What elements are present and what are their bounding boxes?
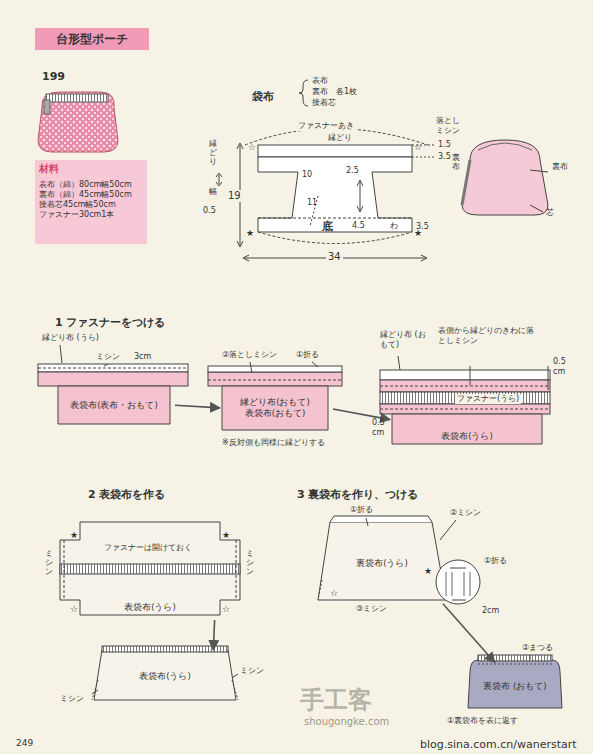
piece-label: 縁どり布(おもて) [240, 397, 310, 408]
pattern-label: ①裏袋布を表に返す [447, 716, 518, 726]
pattern-label: 19 [226, 190, 243, 202]
piece-label: 表袋布(うら) [441, 431, 493, 442]
piece-label: 表袋布(表布・おもて) [70, 400, 158, 411]
bag-piece: 表袋布(うら) [94, 652, 236, 700]
materials-heading: 材料 [39, 163, 59, 176]
svg-text:☆: ☆ [70, 604, 78, 614]
materials-box: 材料表布（綿）80cm幅50cm裏布（綿）45cm幅50cm接着芯45cm幅50… [35, 160, 147, 244]
pattern-label: ファスナーあき [296, 121, 356, 131]
pattern-label: ミシン [246, 550, 254, 576]
svg-text:☆: ☆ [248, 142, 256, 152]
pattern-label: 34 [326, 251, 343, 263]
pattern-label: わ [390, 221, 398, 231]
pattern-label: 2cm [482, 606, 499, 616]
pattern-label: 縁どり布 (おもて) [380, 330, 426, 349]
title-band: 台形型ポーチ [35, 28, 149, 50]
pattern-label: 0.5 [203, 206, 216, 216]
pattern-label: ミシン [45, 550, 53, 576]
pattern-label: 接着芯 [312, 98, 336, 108]
pattern-label: 11 [307, 198, 317, 208]
fabric-piece: 表袋布(うら) [392, 414, 542, 444]
watermark: 手工客 [300, 686, 372, 715]
piece-label: 台形型ポーチ [56, 32, 128, 47]
piece-label: 表袋布(おもて) [245, 408, 306, 419]
pattern-label: 表側から縁どりのきわに落としミシン [438, 326, 534, 345]
piece-label: 裏袋布(うら) [356, 558, 408, 569]
pattern-label: 3.5 [416, 222, 429, 232]
pattern-label: 裏布 各1枚 [312, 87, 357, 97]
pattern-label: ②ミシン [450, 508, 481, 518]
pattern-label: ミシン [60, 694, 84, 704]
piece-label: ファスナー30cm1本 [39, 210, 114, 220]
pattern-label: 縁どり布 (うら) [42, 333, 99, 343]
pattern-label: 3.5 [438, 152, 451, 162]
fabric-piece: 表袋布(うら) [60, 522, 240, 615]
pattern-label: ③ミシン [356, 604, 387, 614]
pattern-label: 0.5 cm [372, 418, 388, 437]
pattern-label: ①折る [296, 350, 319, 360]
step-heading: 2 表袋布を作る [88, 488, 165, 501]
pattern-label: ミシン [240, 666, 264, 676]
pattern-label: 4.5 [352, 221, 365, 231]
pattern-label: 幅 [209, 188, 217, 197]
pattern-label: 芯 [546, 208, 554, 218]
pattern-label: 表布 [312, 76, 328, 86]
page-number: 249 [16, 738, 33, 749]
pattern-label: 縁どり [326, 133, 354, 143]
step-arrow [175, 405, 220, 408]
piece-label: 表袋布(うら) [139, 671, 191, 682]
fabric-piece: 縁どり布(おもて)表袋布(おもて) [222, 386, 328, 430]
pattern-label: 底 [322, 220, 333, 233]
lining-piece: 裏袋布(うら) [318, 526, 446, 600]
svg-text:☆: ☆ [414, 142, 422, 152]
step-heading: 1 ファスナーをつける [55, 316, 165, 329]
pattern-label: 0.5 cm [553, 357, 569, 376]
piece-label: 裏布（綿）45cm幅50cm [39, 190, 132, 200]
piece-label: 表袋布(うら) [124, 602, 176, 613]
finished-pouch: 裏袋布 (おもて) [468, 664, 562, 708]
pattern-label: 縁どり [209, 140, 217, 166]
svg-text:☆: ☆ [222, 604, 230, 614]
pattern-label: 袋布 [252, 90, 274, 103]
step-arrow [213, 620, 214, 650]
piece-label: 表布（綿）80cm幅50cm [39, 180, 132, 190]
pattern-label: ※反対側も同様に縁どりする [222, 438, 325, 448]
pattern-label: 裏布 [552, 162, 568, 172]
page-number: 199 [42, 70, 65, 83]
svg-text:★: ★ [222, 530, 230, 540]
pattern-label: 3cm [134, 352, 151, 362]
svg-text:★: ★ [246, 228, 254, 238]
pattern-label: ②まつる [522, 643, 553, 653]
pattern-label: ファスナー(うら) [455, 394, 521, 404]
pattern-label: ミシン [96, 352, 120, 362]
step-heading: 3 裏袋布を作り、つける [297, 488, 418, 501]
pattern-label: ファスナーは開けておく [104, 543, 200, 553]
pattern-label: 2.5 [346, 166, 359, 176]
svg-text:★: ★ [424, 566, 432, 576]
watermark: shougongke.com [304, 716, 389, 728]
pattern-label: 裏布 [452, 154, 460, 172]
svg-text:★: ★ [70, 530, 78, 540]
pattern-label: ①折る [484, 556, 507, 566]
piece-label: 裏袋布 (おもて) [483, 681, 546, 692]
fabric-piece: 表袋布(表布・おもて) [58, 386, 170, 424]
svg-text:☆: ☆ [330, 588, 338, 598]
pattern-label: 落とし ミシン [436, 116, 466, 135]
pattern-label: ①折る [350, 505, 373, 515]
pattern-label: 10 [302, 170, 312, 180]
watermark: blog.sina.com.cn/wanerstart [420, 738, 577, 751]
pattern-label: 1.5 [438, 140, 451, 150]
pattern-label: ②落としミシン [222, 350, 277, 360]
piece-label: 接着芯45cm幅50cm [39, 200, 116, 210]
